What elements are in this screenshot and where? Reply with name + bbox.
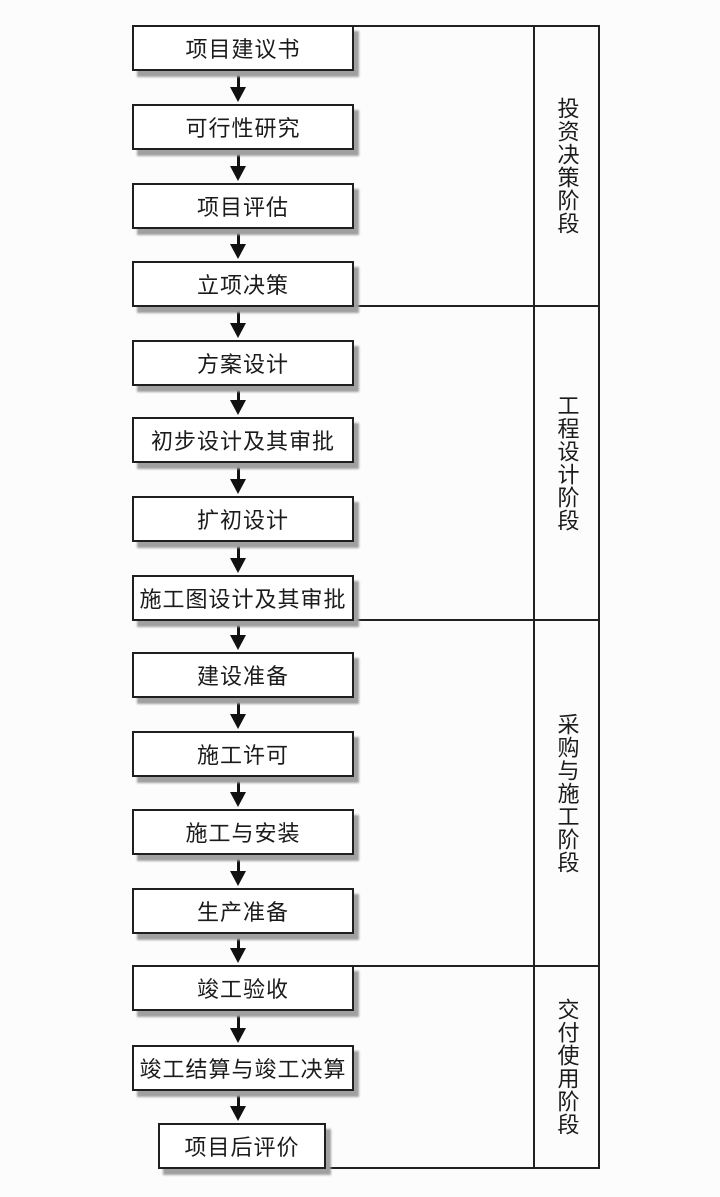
arrow-shaft bbox=[236, 229, 240, 244]
step-construction-preparation: 建设准备 bbox=[132, 652, 354, 698]
flow-arrow-down-icon bbox=[229, 698, 247, 729]
phase-boundary-line-1 bbox=[353, 305, 600, 307]
flow-arrow-down-icon bbox=[229, 777, 247, 807]
arrow-head bbox=[230, 323, 246, 338]
arrow-head bbox=[230, 400, 246, 415]
arrow-shaft bbox=[236, 698, 240, 714]
arrow-head bbox=[230, 948, 246, 963]
arrow-head bbox=[230, 1028, 246, 1043]
flow-arrow-down-icon bbox=[229, 463, 247, 494]
arrow-head bbox=[230, 635, 246, 650]
phase-label: 交付使用阶段 bbox=[554, 998, 580, 1136]
phase-engineering-design: 工程设计阶段 bbox=[535, 307, 598, 619]
step-expanded-preliminary-design: 扩初设计 bbox=[132, 496, 354, 542]
phase-boundary-line-top bbox=[353, 25, 600, 27]
phase-label: 投资决策阶段 bbox=[554, 97, 580, 235]
step-approval-decision: 立项决策 bbox=[132, 261, 354, 307]
step-completion-settlement-final-accounts: 竣工结算与竣工决算 bbox=[132, 1045, 354, 1091]
arrow-shaft bbox=[236, 542, 240, 558]
arrow-head bbox=[230, 792, 246, 807]
flow-arrow-down-icon bbox=[229, 1091, 247, 1121]
phase-boundary-line-bottom bbox=[158, 1167, 600, 1169]
arrow-shaft bbox=[236, 307, 240, 323]
arrow-shaft bbox=[236, 386, 240, 400]
step-project-proposal: 项目建议书 bbox=[132, 25, 354, 71]
step-production-preparation: 生产准备 bbox=[132, 888, 354, 934]
arrow-head bbox=[230, 714, 246, 729]
arrow-shaft bbox=[236, 71, 240, 87]
arrow-shaft bbox=[236, 934, 240, 948]
step-completion-acceptance: 竣工验收 bbox=[132, 965, 354, 1011]
arrow-shaft bbox=[236, 463, 240, 479]
arrow-head bbox=[230, 166, 246, 181]
step-preliminary-design-approval: 初步设计及其审批 bbox=[132, 417, 354, 463]
phase-boundary-line-2 bbox=[353, 619, 600, 621]
arrow-head bbox=[230, 244, 246, 259]
flow-arrow-down-icon bbox=[229, 150, 247, 181]
arrow-head bbox=[230, 479, 246, 494]
arrow-shaft bbox=[236, 621, 240, 635]
phase-label: 工程设计阶段 bbox=[554, 394, 580, 532]
arrow-head bbox=[230, 1106, 246, 1121]
phase-handover-use: 交付使用阶段 bbox=[535, 967, 598, 1167]
arrow-head bbox=[230, 871, 246, 886]
flow-arrow-down-icon bbox=[229, 71, 247, 102]
phase-label: 采购与施工阶段 bbox=[554, 712, 580, 874]
phase-boundary-line-3 bbox=[353, 965, 600, 967]
step-construction-drawing-approval: 施工图设计及其审批 bbox=[132, 575, 354, 621]
phase-column-left-border bbox=[533, 25, 535, 1169]
arrow-shaft bbox=[236, 777, 240, 792]
arrow-shaft bbox=[236, 855, 240, 871]
step-project-evaluation: 项目评估 bbox=[132, 183, 354, 229]
flow-arrow-down-icon bbox=[229, 307, 247, 338]
flow-arrow-down-icon bbox=[229, 934, 247, 963]
arrow-head bbox=[230, 87, 246, 102]
step-scheme-design: 方案设计 bbox=[132, 340, 354, 386]
phase-investment-decision: 投资决策阶段 bbox=[535, 27, 598, 305]
flow-arrow-down-icon bbox=[229, 542, 247, 573]
arrow-shaft bbox=[236, 1091, 240, 1106]
flow-arrow-down-icon bbox=[229, 229, 247, 259]
step-construction-permit: 施工许可 bbox=[132, 731, 354, 777]
arrow-shaft bbox=[236, 150, 240, 166]
arrow-shaft bbox=[236, 1011, 240, 1028]
step-post-project-evaluation: 项目后评价 bbox=[158, 1123, 326, 1169]
step-feasibility-study: 可行性研究 bbox=[132, 104, 354, 150]
flow-arrow-down-icon bbox=[229, 855, 247, 886]
step-construction-installation: 施工与安装 bbox=[132, 809, 354, 855]
flow-arrow-down-icon bbox=[229, 386, 247, 415]
flow-arrow-down-icon bbox=[229, 1011, 247, 1043]
arrow-head bbox=[230, 558, 246, 573]
phase-column-right-border bbox=[598, 25, 600, 1169]
flow-arrow-down-icon bbox=[229, 621, 247, 650]
phase-procurement-construction: 采购与施工阶段 bbox=[535, 621, 598, 965]
